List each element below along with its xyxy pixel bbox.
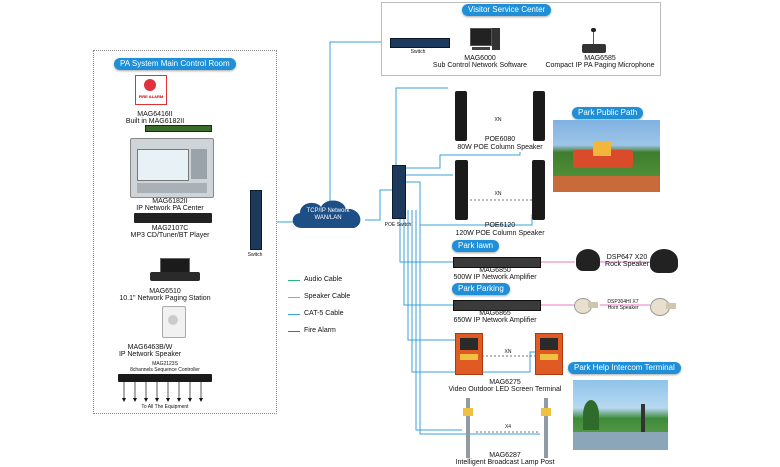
mag6865-model: MAG6865 <box>479 310 511 317</box>
poe-switch-label: POE Switch <box>384 222 412 228</box>
mag6865-desc: 650W IP Network Amplifier <box>453 317 537 324</box>
fire-alarm-text: FIRE ALARM <box>138 94 164 99</box>
switch-top-label: Switch <box>410 49 426 55</box>
all-equipment-label: To All The Equipment <box>141 404 189 410</box>
paging-station-icon <box>150 258 200 282</box>
mag6850-model: MAG6850 <box>479 267 511 274</box>
mag6000-desc: Sub Control Network Software <box>432 62 528 69</box>
park-public-path-title: Park Public Path <box>572 107 644 119</box>
cd-player-icon <box>134 213 212 223</box>
mag6585-desc: Compact IP PA Paging Microphone <box>545 62 655 69</box>
park-parking-title: Park Parking <box>452 283 510 295</box>
poe-switch-icon <box>392 165 406 219</box>
xn-label-1: XN <box>494 117 502 123</box>
horn-speaker-right-icon <box>650 296 678 316</box>
legend-fire: Fire Alarm <box>304 327 336 334</box>
cloud-label-2: WAN/LAN <box>314 215 342 221</box>
control-room-title: PA System Main Control Room <box>114 58 236 70</box>
rock-speaker-right-icon <box>650 249 678 273</box>
playground-photo <box>553 120 660 192</box>
control-room-box <box>93 50 277 414</box>
ip-speaker-icon <box>162 306 186 338</box>
legend-cat5-swatch <box>288 314 300 315</box>
switch-left-icon <box>250 190 262 250</box>
mag6000-model: MAG6000 <box>464 55 496 62</box>
column-speaker-80w-right-icon <box>533 91 545 141</box>
mag6510-model: MAG6510 <box>149 288 181 295</box>
mag2107-model: MAG2107C <box>151 225 189 232</box>
legend-audio-swatch <box>288 280 300 281</box>
poe6080-desc: 80W POE Column Speaker <box>457 144 543 151</box>
mag2123-model: MAG2123S <box>152 361 178 367</box>
lamp-post-right-icon <box>540 398 552 458</box>
amplifier-500w-icon <box>453 257 541 268</box>
cat5-cloud-poe <box>365 189 392 221</box>
park-help-title: Park Help Intercom Terminal <box>568 362 681 374</box>
dsp647-model: DSP647 X20 <box>606 254 648 261</box>
rock-speaker-left-icon <box>576 249 600 271</box>
mag6275-model: MAG6275 <box>489 379 521 386</box>
equipment-arrows-icon <box>122 382 203 402</box>
x4-label: X4 <box>504 424 512 430</box>
visitor-center-title: Visitor Service Center <box>462 4 552 16</box>
fire-alarm-icon: FIRE ALARM <box>135 75 167 105</box>
mag6850-desc: 500W IP Network Amplifier <box>453 274 537 281</box>
horn-speaker-left-icon <box>574 296 600 314</box>
dsp304-desc: Horn Speaker <box>607 305 639 311</box>
legend-fire-swatch <box>288 331 300 332</box>
xn-label-3: XN <box>504 349 512 355</box>
column-speaker-80w-left-icon <box>455 91 467 141</box>
dsp647-desc: Rock Speaker <box>605 261 649 268</box>
mag6287-desc: Intelligent Broadcast Lamp Post <box>455 459 555 466</box>
switch-left-label: Switch <box>247 252 263 258</box>
cloud-icon <box>292 200 361 228</box>
column-speaker-120w-left-icon <box>455 160 468 220</box>
legend-speaker-swatch <box>288 297 300 298</box>
amplifier-650w-icon <box>453 300 541 311</box>
poe6120-desc: 120W POE Column Speaker <box>455 230 545 237</box>
mag6287-model: MAG6287 <box>489 452 521 459</box>
mag6416-module-icon <box>145 125 212 132</box>
mag6416-model: MAG6416II <box>137 111 173 118</box>
sequence-controller-icon <box>118 374 212 382</box>
led-terminal-left-icon <box>455 333 483 375</box>
cat5-cloud-visitor <box>329 41 390 205</box>
cloud-label-1: TCP/IP Network <box>306 208 350 214</box>
mag2123-desc: 8channels Sequence Controller <box>130 367 200 373</box>
legend-audio: Audio Cable <box>304 276 343 283</box>
mag2107-desc: MP3 CD/Tuner/BT Player <box>130 232 210 239</box>
mag6463-model: MAG6463B/W <box>127 344 173 351</box>
dsp304-model: DSP304HI X7 <box>607 299 639 305</box>
column-speaker-120w-right-icon <box>532 160 545 220</box>
legend-speaker: Speaker Cable <box>304 293 351 300</box>
poe6120-model: POE6120 <box>484 222 516 229</box>
mag6182-desc: IP Network PA Center <box>136 205 204 212</box>
legend-cat5: CAT-5 Cable <box>304 310 344 317</box>
mag6275-desc: Video Outdoor LED Screen Terminal <box>448 386 562 393</box>
led-terminal-right-icon <box>535 333 563 375</box>
mag6416-desc: Built in MAG6182II <box>125 118 185 125</box>
poe6080-model: POE6080 <box>484 136 516 143</box>
mag6585-model: MAG6585 <box>584 55 616 62</box>
park-help-photo <box>573 380 668 450</box>
switch-top-icon <box>390 38 450 48</box>
park-lawn-title: Park lawn <box>452 240 500 252</box>
mag6510-desc: 10.1" Network Paging Station <box>119 295 211 302</box>
pa-center-rack-icon <box>130 138 214 198</box>
pc-icon <box>470 28 500 52</box>
microphone-icon <box>580 28 608 54</box>
mag6182-model: MAG6182II <box>152 198 188 205</box>
mag6463-desc: IP Network Speaker <box>118 351 182 358</box>
lamp-post-left-icon <box>462 398 474 458</box>
xn-label-2: XN <box>494 191 502 197</box>
